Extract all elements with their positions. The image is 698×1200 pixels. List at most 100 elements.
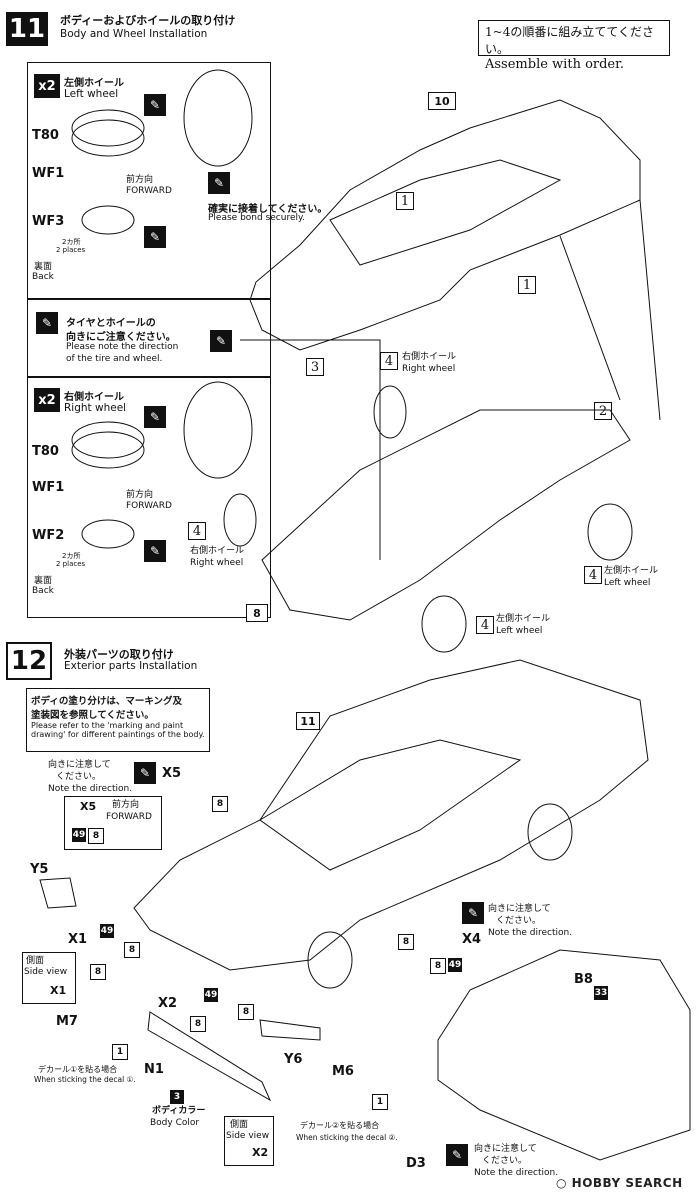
rear-wheel-12 [527, 803, 573, 861]
step-11-number: 11 [6, 12, 48, 46]
right-tire-drawing [71, 421, 145, 459]
d3-direction-jp2: ください。 [482, 1156, 528, 1166]
step-12-title-en: Exterior parts Installation [64, 660, 198, 672]
right-wheel-face-drawing [183, 381, 253, 479]
order-mark-4-front-left: 4 [476, 616, 494, 634]
part-chassis-badge: 8 [246, 604, 268, 622]
left-tire-label: T80 [32, 128, 59, 143]
part-body-badge: 10 [428, 92, 456, 110]
direction-note-panel [27, 298, 271, 378]
front-right-wheel-jp: 右側ホイール [190, 546, 245, 556]
n1-bumper-drawing [147, 1011, 272, 1102]
front-left-wheel-jp: 左側ホイール [496, 614, 551, 624]
car-body-drawing [249, 99, 641, 351]
bond-note-jp: 確実に接着してください。 [208, 204, 328, 215]
right-forward-en: FORWARD [126, 501, 172, 511]
order-mark-2: 2 [594, 402, 612, 420]
x2-label: X2 [158, 996, 178, 1011]
x2-side-en: Side view [226, 1131, 270, 1141]
decal2-jp: デカール②を貼る場合 [300, 1121, 380, 1130]
right-wheel-rim-drawing [81, 519, 135, 549]
right-places-en: 2 places [56, 560, 86, 568]
left-back-en: Back [32, 272, 54, 282]
b8-33: 33 [594, 986, 608, 1000]
front-right-wheel-drawing [223, 493, 257, 547]
paint-note-jp1: ボディの塗り分けは、マーキング及 [31, 696, 183, 707]
step-12-title-jp: 外装パーツの取り付け [64, 648, 174, 661]
x1-8a: 8 [124, 942, 140, 958]
right-back-jp: 裏面 [34, 576, 53, 586]
right-wheel-label-jp: 右側ホイール [64, 392, 124, 403]
rear-left-wheel-jp: 左側ホイール [604, 566, 659, 576]
decal1-jp: デカール①を貼る場合 [38, 1065, 118, 1074]
m7-label: M7 [56, 1014, 78, 1029]
x5-forward-jp: 前方向 [112, 800, 140, 810]
front-wheel-12 [307, 931, 353, 989]
order-note-en: Assemble with order. [485, 57, 625, 72]
paint-note-en2: drawing' for different paintings of the … [31, 730, 205, 739]
glue-icon-left-rim: ✎ [144, 226, 166, 248]
x1-side-label: X1 [50, 984, 67, 997]
paint-note-box: ボディの塗り分けは、マーキング及 塗装図を参照してください。 Please re… [26, 688, 210, 752]
step-11-title-jp: ボディーおよびホイールの取り付け [60, 14, 236, 27]
right-places-jp: 2カ所 [62, 552, 81, 560]
left-places-en: 2 places [56, 246, 86, 254]
right-wheel-part-label: WF2 [32, 528, 65, 543]
x5-detail-49: 49 [72, 828, 86, 842]
d3-direction-jp1: 向きに注意して [474, 1144, 537, 1154]
d3-direction-en: Note the direction. [474, 1168, 559, 1178]
right-wheel-qty: x2 [34, 388, 60, 412]
right-wheel-label-en: Right wheel [64, 402, 127, 414]
hobby-search-watermark: ○ HOBBY SEARCH [556, 1176, 683, 1190]
order-mark-3: 3 [306, 358, 324, 376]
order-note-jp: 1~4の順番に組み立ててください。 [485, 25, 654, 56]
right-tire-label: T80 [32, 444, 59, 459]
glue-icon-right-rim: ✎ [144, 540, 166, 562]
left-forward-jp: 前方向 [126, 175, 154, 185]
x4-direction-jp2: ください。 [496, 916, 542, 926]
d3-label: D3 [406, 1156, 426, 1171]
left-forward-en: FORWARD [126, 186, 172, 196]
order-mark-1b: 1 [518, 276, 536, 294]
x5-forward-en: FORWARD [106, 812, 152, 822]
left-wheel-qty: x2 [34, 74, 60, 98]
glue-icon-chassis: ✎ [210, 330, 232, 352]
x4-8b: 8 [430, 958, 446, 974]
x5-label: X5 [162, 766, 182, 781]
left-wheel-label-jp: 左側ホイール [64, 78, 124, 89]
x4-8a: 8 [398, 934, 414, 950]
car-rear-drawing [437, 949, 691, 1161]
body-color-jp: ボディカラー [152, 1106, 206, 1116]
part-body-badge-12: 11 [296, 712, 320, 730]
left-wheel-label-en: Left wheel [64, 88, 119, 100]
x5-detail-label: X5 [80, 800, 97, 813]
x2-8b: 8 [190, 1016, 206, 1032]
paint-note-en1: Please refer to the 'marking and paint [31, 721, 184, 730]
bond-note-en: Please bond securely. [208, 213, 305, 223]
x1-side-view-box [22, 952, 76, 1004]
left-tire-drawing [71, 109, 145, 147]
car-front-drawing [133, 659, 649, 971]
x4-label: X4 [462, 932, 482, 947]
glue-icon-right-wheel: ✎ [144, 406, 166, 428]
body-color-en: Body Color [150, 1118, 200, 1128]
left-places-jp: 2カ所 [62, 238, 81, 246]
front-left-wheel-en: Left wheel [496, 626, 543, 636]
x5-direction-jp2: ください。 [56, 772, 102, 782]
decal2-en: When sticking the decal ②. [296, 1133, 398, 1142]
left-wheel-part-label: WF3 [32, 214, 65, 229]
direction-note-en1: Please note the direction [66, 342, 179, 352]
front-left-wheel-drawing [421, 595, 467, 653]
x5-direction-jp1: 向きに注意して [48, 760, 111, 770]
left-wheel-face-drawing [183, 69, 253, 167]
left-wheel-panel [27, 62, 271, 300]
x4-49: 49 [448, 958, 462, 972]
x2-side-view-box [224, 1116, 274, 1166]
right-forward-jp: 前方向 [126, 490, 154, 500]
y6-label: Y6 [284, 1052, 303, 1067]
chassis-drawing [261, 409, 631, 621]
x1-8b: 8 [90, 964, 106, 980]
glue-icon-x5: ✎ [134, 762, 156, 784]
x5-direction-en: Note the direction. [48, 784, 133, 794]
